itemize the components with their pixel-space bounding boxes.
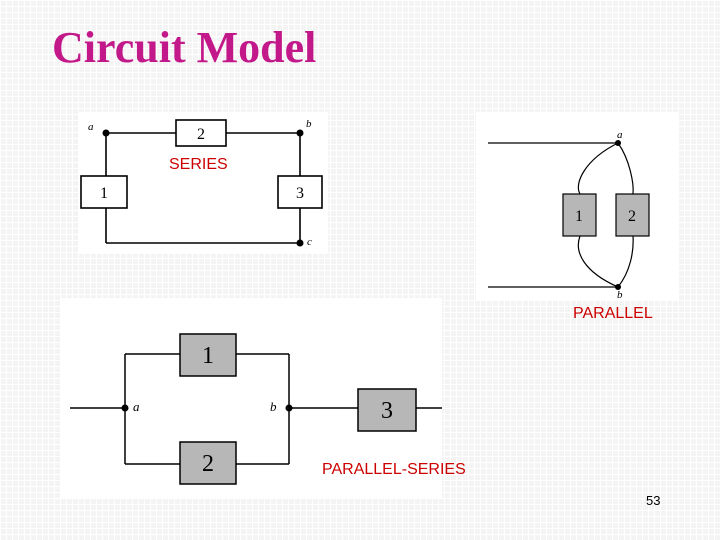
parallel-node-a-dot (615, 140, 621, 146)
parallel-node-b-dot (615, 284, 621, 290)
series-node-c-dot (296, 239, 304, 247)
parallel-series-label: PARALLEL-SERIES (322, 461, 466, 478)
parallel-component-1-label: 1 (575, 208, 583, 225)
series-component-1 (80, 175, 128, 209)
parallel-series-component-2-label: 2 (202, 451, 214, 477)
series-label: SERIES (169, 156, 228, 173)
parallel-series-node-b-dot (285, 404, 293, 412)
parallel-series-component-1 (179, 333, 237, 377)
parallel-node-b-label: b (617, 289, 623, 300)
series-node-b-label: b (306, 118, 312, 130)
parallel-series-component-2 (179, 441, 237, 485)
series-node-a-dot (102, 129, 110, 137)
series-node-c-label: c (307, 236, 312, 248)
parallel-series-component-3-label: 3 (381, 398, 393, 424)
series-component-3-label: 3 (296, 185, 304, 202)
parallel-node-a-label: a (617, 129, 623, 141)
parallel-component-2 (615, 193, 650, 237)
series-node-a-label: a (88, 121, 94, 133)
parallel-series-component-1-label: 1 (202, 343, 214, 369)
parallel-component-2-label: 2 (628, 208, 636, 225)
series-component-2 (175, 119, 227, 147)
parallel-circuit-diagram: a b 1 2 (488, 129, 650, 300)
parallel-series-node-a-dot (121, 404, 129, 412)
series-node-b-dot (296, 129, 304, 137)
parallel-series-circuit-panel: a b 1 2 3 (60, 298, 442, 498)
series-component-2-label: 2 (197, 126, 205, 143)
parallel-circuit-panel: a b 1 2 (476, 112, 678, 300)
parallel-series-circuit-diagram: a b 1 2 3 (70, 333, 442, 485)
slide-title: Circuit Model (52, 23, 317, 72)
series-component-3 (277, 175, 323, 209)
series-circuit-panel: a b c 2 1 3 (78, 112, 328, 254)
parallel-series-node-a-label: a (133, 399, 140, 414)
series-circuit-diagram: a b c 2 1 3 (80, 118, 323, 248)
page-number: 53 (646, 493, 661, 508)
parallel-component-1 (562, 193, 597, 237)
series-component-1-label: 1 (100, 185, 108, 202)
parallel-series-component-3 (357, 388, 417, 432)
parallel-series-node-b-label: b (270, 399, 277, 414)
parallel-label: PARALLEL (573, 305, 653, 322)
